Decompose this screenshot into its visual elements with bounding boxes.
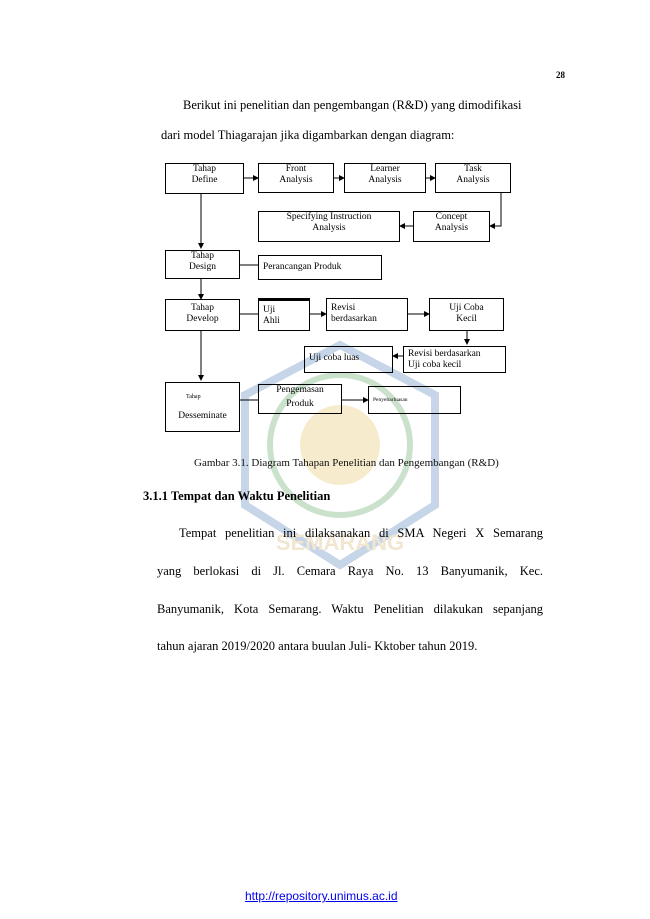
section-heading: 3.1.1 Tempat dan Waktu Penelitian bbox=[143, 489, 331, 503]
footer-repository-link[interactable]: http://repository.unimus.ac.id bbox=[245, 889, 398, 903]
intro-line-2: dari model Thiagarajan jika digambarkan … bbox=[161, 128, 455, 142]
intro-line-1: Berikut ini penelitian dan pengembangan … bbox=[183, 98, 522, 112]
page-number: 28 bbox=[556, 70, 565, 80]
paragraph-line-3: Banyumanik, Kota Semarang. Waktu Penelit… bbox=[157, 602, 543, 616]
box-penyebarluasan: Penyebarluasan bbox=[368, 386, 461, 414]
box-uji-coba-luas: Uji coba luas bbox=[304, 346, 393, 373]
paragraph-line-1: Tempat penelitian ini dilaksanakan di SM… bbox=[179, 526, 543, 540]
paragraph-line-4: tahun ajaran 2019/2020 antara buulan Jul… bbox=[157, 639, 478, 653]
box-tahap-desseminate: Tahap Desseminate bbox=[165, 382, 240, 432]
paragraph-line-2: yang berlokasi di Jl. Cemara Raya No. 13… bbox=[157, 564, 543, 578]
box-perancangan-produk: Perancangan Produk bbox=[258, 255, 382, 280]
figure-caption: Gambar 3.1. Diagram Tahapan Penelitian d… bbox=[194, 457, 499, 469]
